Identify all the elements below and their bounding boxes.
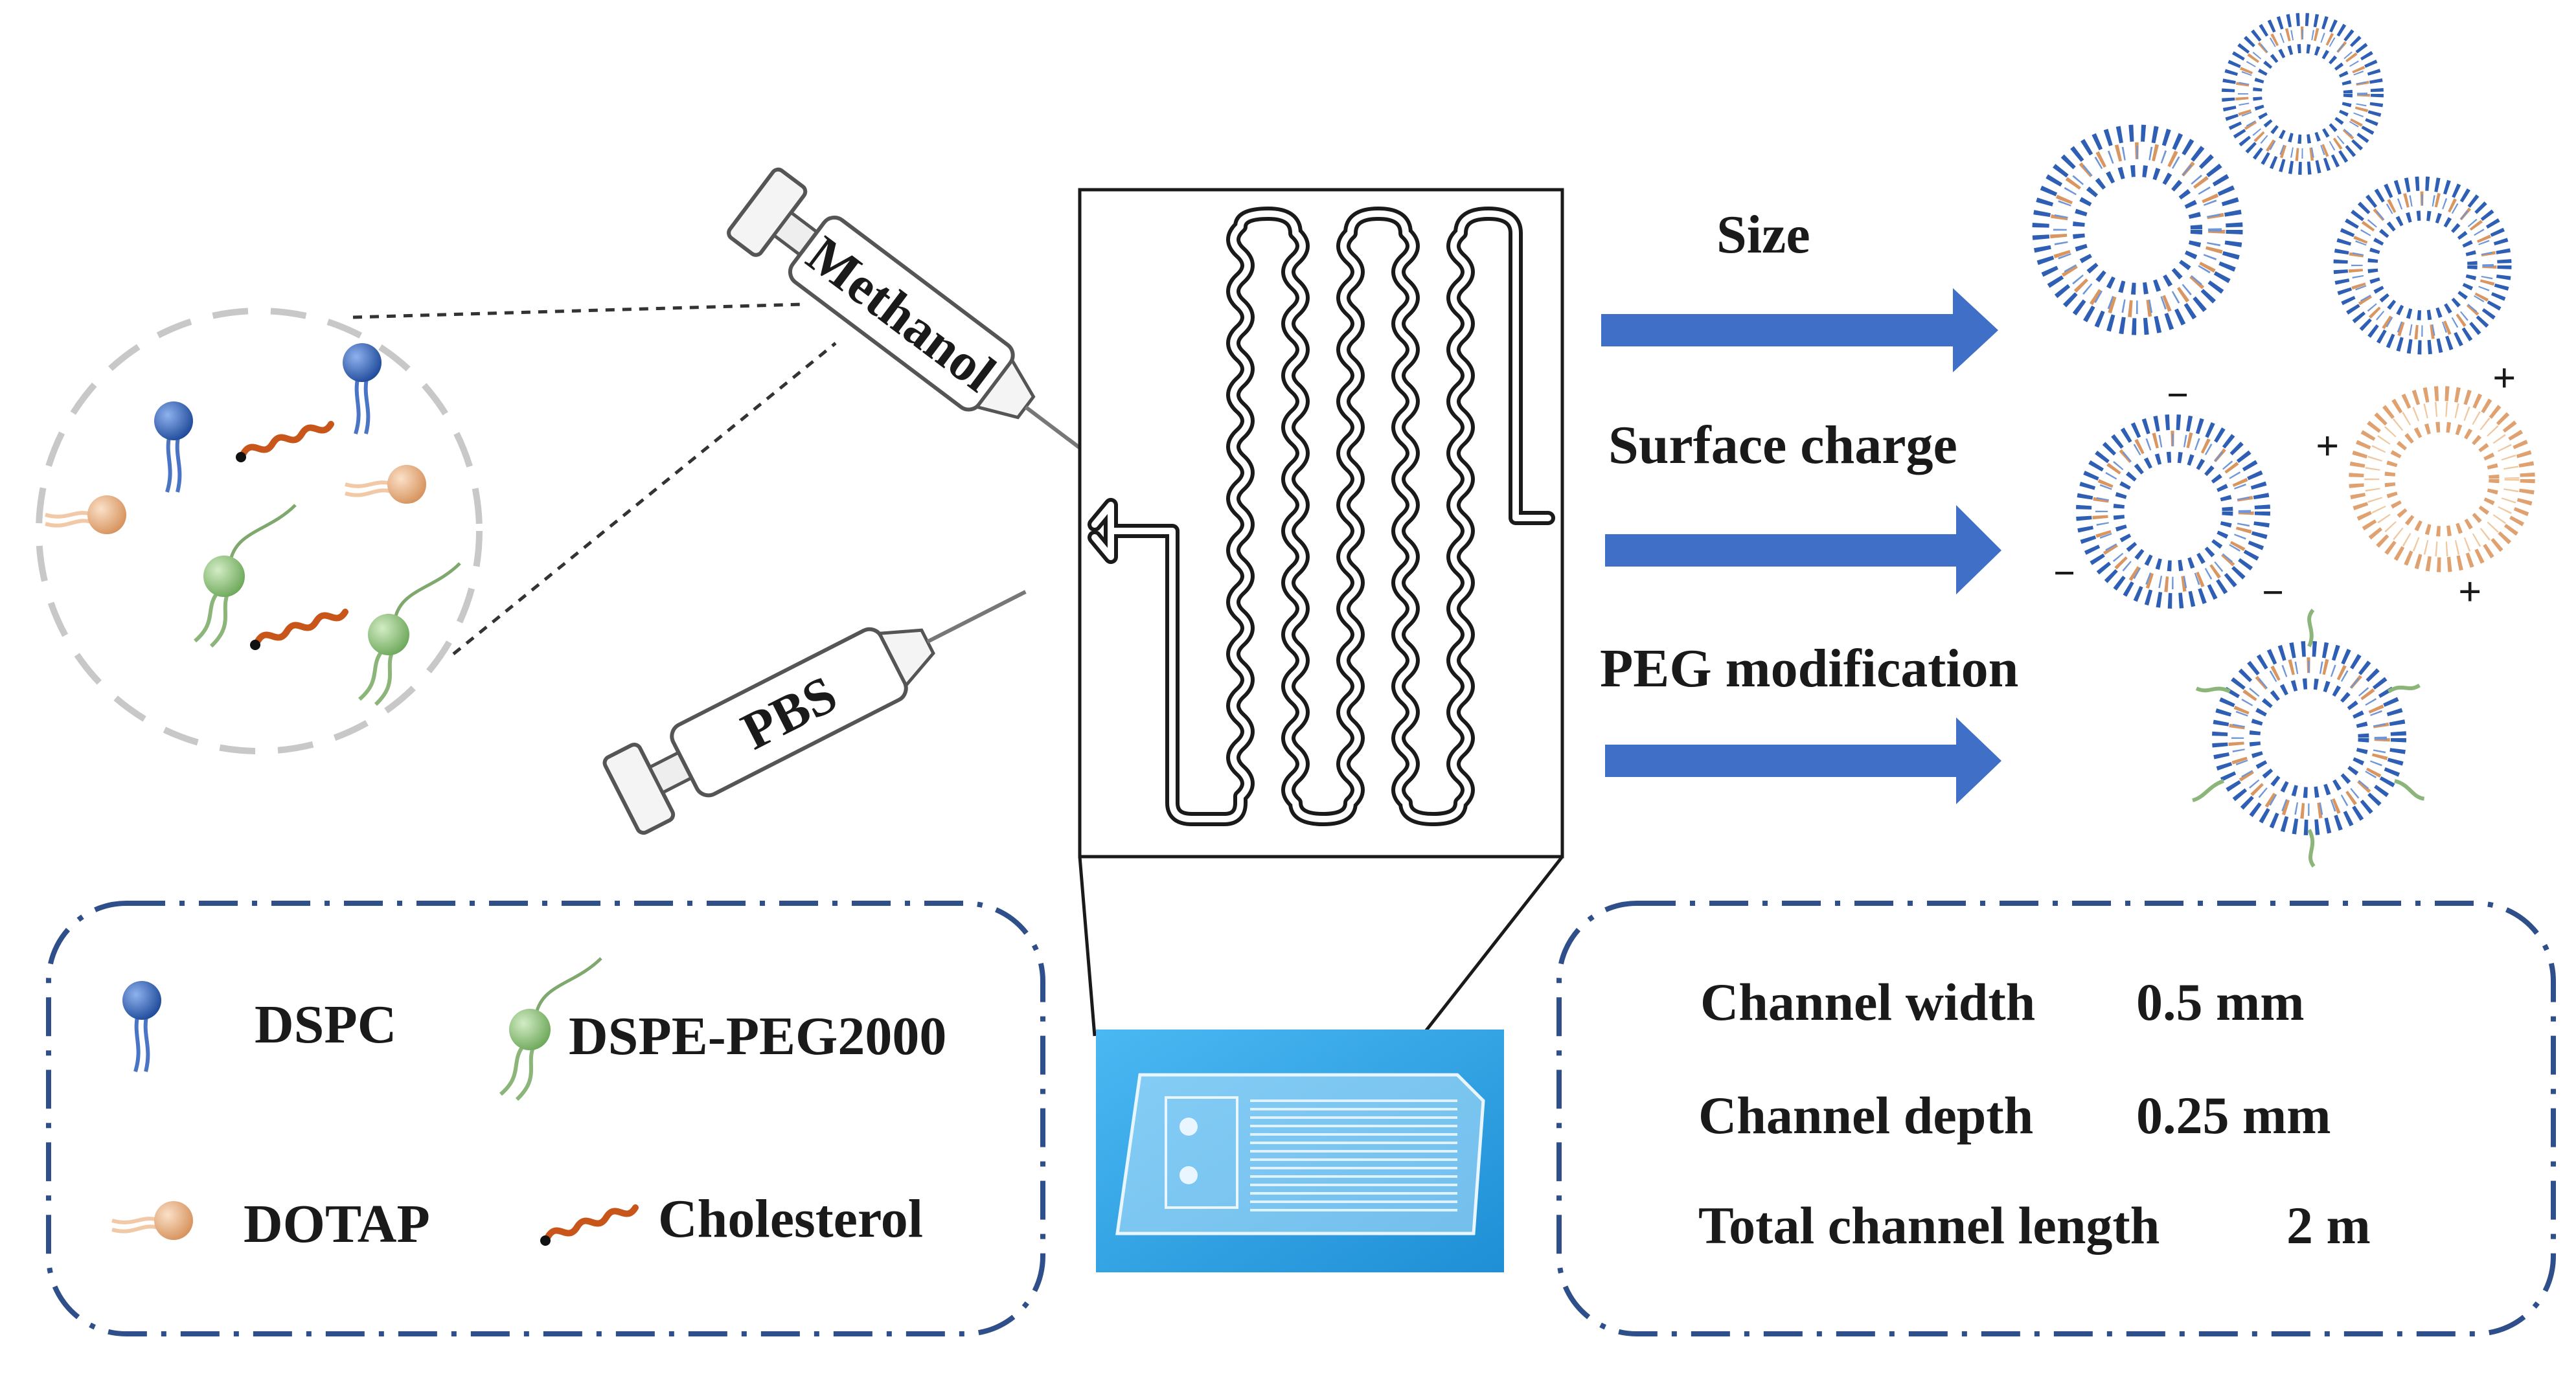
chip-inlet-hole bbox=[1180, 1118, 1198, 1136]
legend-dotap-label: DOTAP bbox=[244, 1194, 430, 1254]
cholesterol-molecule-icon bbox=[236, 424, 331, 462]
channel-specs-box: Channel width 0.5 mm Channel depth 0.25 … bbox=[1556, 901, 2556, 1336]
plus-sign: + bbox=[2492, 355, 2516, 401]
minus-sign: − bbox=[2262, 571, 2284, 614]
dotap-molecule-icon bbox=[345, 465, 426, 504]
arrow-peg-modification: PEG modification bbox=[1600, 638, 2018, 804]
liposome-medium bbox=[2228, 19, 2377, 168]
microfluidic-chip-photo bbox=[1096, 1030, 1504, 1272]
arrow-surface-charge: Surface charge bbox=[1605, 415, 2001, 594]
dspc-molecule-icon bbox=[343, 343, 382, 434]
methanol-label: Methanol bbox=[797, 225, 1007, 403]
liposome-pegylated bbox=[2192, 609, 2425, 868]
microfluidic-channel-schematic bbox=[1078, 188, 1564, 1037]
chip-inlet-hole bbox=[1180, 1166, 1198, 1184]
minus-sign: − bbox=[2053, 552, 2075, 594]
plus-sign: + bbox=[2316, 423, 2339, 469]
minus-sign: − bbox=[2167, 374, 2189, 416]
cholesterol-molecule-icon bbox=[250, 612, 345, 650]
legend-dspe-peg2000-label: DSPE-PEG2000 bbox=[569, 1006, 946, 1066]
arrow-surface-charge-label: Surface charge bbox=[1608, 415, 1957, 475]
spec-channel-depth-name: Channel depth bbox=[1698, 1086, 2033, 1145]
arrow-size-label: Size bbox=[1716, 205, 1810, 265]
methanol-syringe: Methanol bbox=[727, 167, 1100, 464]
spec-channel-width-name: Channel width bbox=[1700, 973, 2035, 1031]
lipid-mixture-circle bbox=[36, 302, 837, 754]
pbs-syringe: PBS bbox=[602, 590, 1027, 835]
plus-sign: + bbox=[2458, 569, 2481, 614]
legend-dspc-label: DSPC bbox=[255, 995, 396, 1055]
spec-channel-depth-value: 0.25 mm bbox=[2136, 1086, 2331, 1145]
spec-total-channel-length-name: Total channel length bbox=[1698, 1196, 2160, 1255]
dspc-molecule-icon bbox=[154, 401, 193, 492]
liposome-large bbox=[2041, 133, 2235, 327]
spec-channel-width-value: 0.5 mm bbox=[2136, 973, 2305, 1031]
lipid-legend-box: DSPC DSPE-PEG2000 DOTAP Cholesterol bbox=[46, 901, 1045, 1336]
dspe-peg-molecule-icon bbox=[359, 563, 460, 704]
dotap-molecule-icon bbox=[45, 495, 126, 534]
arrow-size: Size bbox=[1601, 205, 1998, 372]
arrow-peg-modification-label: PEG modification bbox=[1600, 638, 2018, 699]
liposome-anionic bbox=[2084, 422, 2263, 601]
spec-total-channel-length-value: 2 m bbox=[2286, 1196, 2371, 1255]
liposome-medium bbox=[2341, 184, 2505, 348]
dspe-peg-molecule-icon bbox=[195, 505, 295, 646]
legend-cholesterol-label: Cholesterol bbox=[658, 1189, 923, 1249]
liposome-cationic bbox=[2356, 394, 2528, 565]
